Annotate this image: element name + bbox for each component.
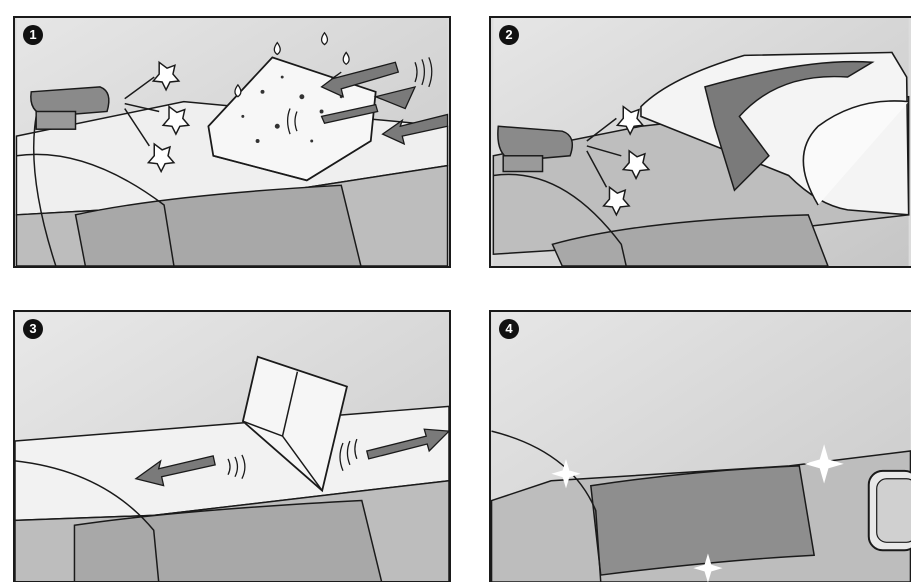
step-2-panel: 2 (489, 16, 911, 268)
step-1-panel: 1 (13, 16, 451, 268)
step-3-badge: 3 (23, 319, 43, 339)
step-2-badge: 2 (499, 25, 519, 45)
step-1-badge: 1 (23, 25, 43, 45)
step-4-badge: 4 (499, 319, 519, 339)
step-3-panel: 3 (13, 310, 451, 582)
step-1-illustration (15, 18, 449, 266)
step-4-illustration (491, 312, 911, 582)
step-4-panel: 4 (489, 310, 911, 582)
step-2-illustration (491, 18, 911, 266)
step-3-illustration (15, 312, 449, 582)
